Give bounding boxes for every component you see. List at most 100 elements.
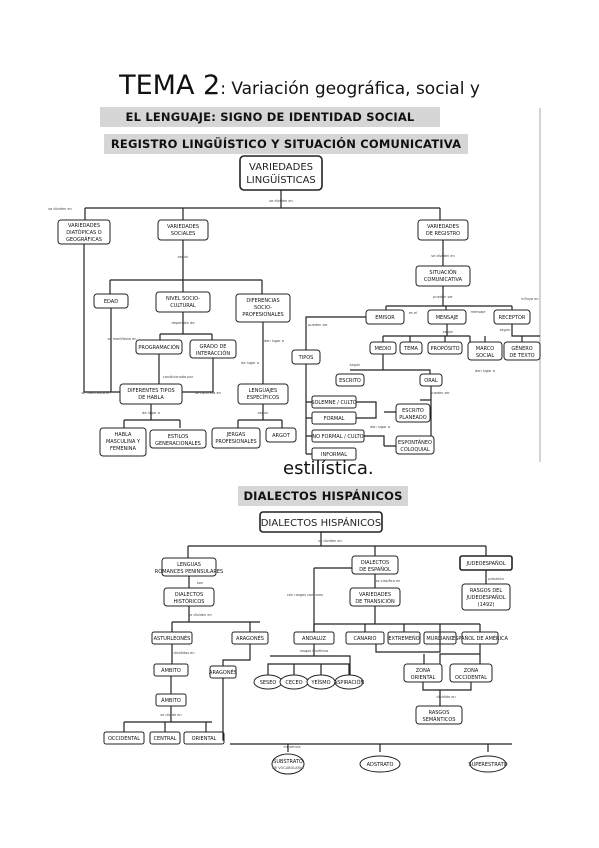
- label-h2: ZONA: [416, 668, 431, 674]
- label-j2: CECEO: [285, 680, 302, 686]
- banner-dialectos: DIALECTOS HISPÁNICOS: [238, 486, 408, 506]
- connector-geo: [83, 244, 120, 393]
- conn-m3: se clasifica en: [376, 579, 401, 583]
- label-geo2: DIATÓPICAS O: [66, 229, 102, 236]
- conn-c14: pueden ser: [308, 323, 328, 327]
- banner-registro: REGISTRO LINGÜÍSTICO Y SITUACIÓN COMUNIC…: [104, 134, 468, 154]
- label-soc1: VARIEDADES: [167, 224, 199, 230]
- node-soc: [157, 219, 209, 241]
- label-reg2: DE REGISTRO: [426, 231, 460, 237]
- node-l3: [359, 755, 401, 773]
- connector-mensaje: [382, 324, 540, 342]
- banner-lenguaje: EL LENGUAJE: SIGNO DE IDENTIDAD SOCIAL: [100, 107, 440, 127]
- connector-dtipos: [123, 404, 181, 428]
- label-h1: ÁMBITO: [161, 667, 181, 674]
- connector-b-left: [313, 567, 352, 632]
- label-soc2: SOCIALES: [171, 231, 196, 237]
- label-prof3: PROFESIONALES: [242, 312, 283, 318]
- connector-emisor: [305, 316, 366, 350]
- label-sit2: COMUNICATIVA: [424, 277, 463, 283]
- conn-m11: dividido en: [436, 695, 455, 699]
- node-escrito: [335, 373, 365, 387]
- title-rest: : Variación geográfica, social y: [220, 79, 480, 99]
- conn-c8: se manifiesta en: [81, 391, 110, 395]
- conn-c9: dan lugar a: [264, 339, 284, 343]
- node-esc-planif: [395, 403, 431, 423]
- connector-sit: [385, 286, 513, 312]
- conn-m5: con rasgos comunes: [287, 593, 323, 597]
- connector-g7: [423, 644, 481, 664]
- node-k2: [149, 731, 181, 745]
- label-h3: ORIENTAL: [411, 675, 436, 681]
- connector-leng: [237, 404, 283, 428]
- label-g7: ESPAÑOL DE AMÉRICA: [452, 634, 508, 642]
- label-oral: ORAL: [424, 378, 438, 384]
- label-nivel1: NIVEL SOCIO-: [166, 296, 200, 302]
- label-geo3: GEOGRÁFICAS: [66, 236, 102, 243]
- conn-c20: es el: [409, 311, 417, 315]
- label-solemne: SOLEMNE / CULTO: [311, 400, 356, 406]
- label-argot: ARGOT: [272, 433, 291, 439]
- connector-k: [123, 706, 212, 732]
- conn-c16: según: [350, 363, 361, 367]
- label-leng1: LENGUAJES: [249, 388, 277, 394]
- connector-h-zones: [422, 682, 472, 706]
- label-d2: HISTÓRICOS: [174, 598, 205, 605]
- label-habla3: FEMENINA: [110, 446, 136, 452]
- title-continuation: estilística.: [283, 458, 374, 479]
- label-informal: INFORMAL: [321, 452, 347, 458]
- connector-e: [313, 606, 481, 632]
- connector-oral: [420, 386, 432, 436]
- label-receptor: RECEPTOR: [499, 315, 526, 321]
- node-dtipos: [119, 383, 183, 405]
- label-i1: RASGOS: [429, 710, 450, 716]
- label-dtipos2: DE HABLA: [138, 395, 164, 401]
- label-marco1: MARCO: [476, 346, 494, 352]
- label-f2: JUDEOESPAÑOL: [466, 594, 506, 601]
- node-proposito: [427, 341, 463, 355]
- label-e2: DE TRANSICIÓN: [355, 598, 395, 605]
- connector-dialectos-root: [187, 532, 487, 558]
- label-estilos2: GENERACIONALES: [155, 441, 201, 447]
- connector-receptor: [484, 336, 523, 342]
- label-e1: VARIEDADES: [359, 592, 391, 598]
- label-estilos1: ESTILOS: [168, 434, 189, 440]
- label-habla2: MASCULINA Y: [106, 439, 141, 445]
- node-nivel: [155, 291, 211, 313]
- label-j1: SESEO: [260, 680, 277, 686]
- node-l4: [469, 755, 507, 773]
- node-estilos: [149, 429, 207, 449]
- label-g2: ARAGONÉS: [236, 634, 264, 642]
- connector-registers: [356, 401, 396, 447]
- node-tema: [399, 341, 423, 355]
- label-prof1: DIFERENCIAS: [246, 298, 279, 304]
- label-g5: EXTREMEÑO: [388, 635, 419, 642]
- label-j3: YEÍSMO: [310, 679, 330, 686]
- conn-m6: divididos en: [173, 651, 194, 655]
- label-f1: RASGOS DEL: [470, 588, 502, 594]
- connector-j: [267, 663, 350, 675]
- label-esp-col2: COLOQUIAL: [400, 447, 429, 453]
- connector-tipos: [305, 364, 312, 455]
- label-marco2: SOCIAL: [476, 353, 494, 359]
- label-k3: ORIENTAL: [192, 736, 217, 742]
- node-f: [461, 583, 511, 611]
- conn-m4: se dividen en: [188, 613, 211, 617]
- conn-c15: da lugar a: [241, 361, 259, 365]
- label-h4: ZONA: [464, 668, 479, 674]
- label-a1: LENGUAS: [177, 562, 201, 568]
- label-dtipos1: DIFERENTES TIPOS: [127, 388, 174, 394]
- node-informal: [311, 447, 357, 461]
- label-genero1: GÉNERO: [511, 344, 532, 352]
- page-title: TEMA 2: Variación geográfica, social y: [0, 70, 599, 101]
- node-argot: [265, 427, 297, 443]
- conn-c21: mensaje: [471, 310, 486, 314]
- label-grado2: INTERACCIÓN: [196, 350, 230, 357]
- title-main: TEMA 2: [119, 70, 221, 101]
- connector-d: [171, 606, 260, 632]
- label-sit1: SITUACIÓN: [429, 269, 457, 276]
- conn-m8: rasgos fonéticos: [300, 649, 329, 653]
- node-g5: [387, 631, 421, 645]
- label-nocult: NO FORMAL / CULTO: [312, 434, 363, 440]
